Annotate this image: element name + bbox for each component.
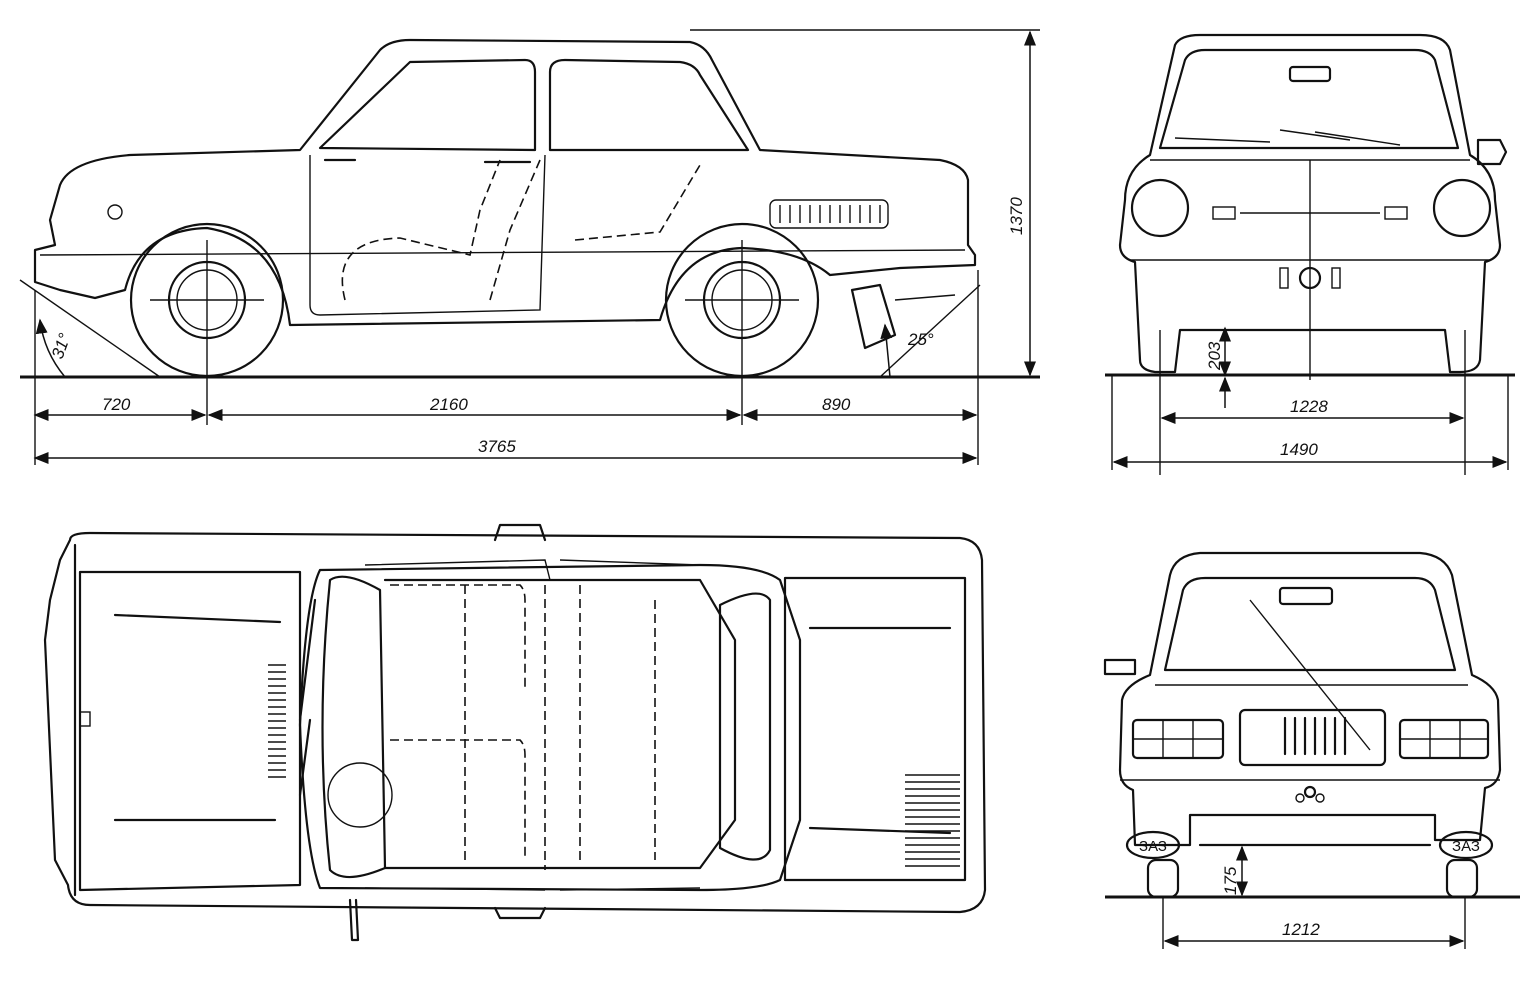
rear-overhang-label: 890 bbox=[822, 395, 851, 414]
headlight-right bbox=[1432, 178, 1492, 238]
front-view: 203 1228 1490 bbox=[1105, 33, 1515, 475]
mudflap-right-badge bbox=[1438, 830, 1494, 860]
mirror bbox=[1288, 65, 1332, 83]
side-view: 31° 25° 720 2160 890 3765 1370 bbox=[19, 29, 1040, 465]
rear-grille bbox=[1238, 708, 1387, 767]
rear-body-outline bbox=[1118, 551, 1502, 847]
side-window-rear bbox=[548, 58, 750, 152]
mudflap-left-badge bbox=[1125, 830, 1181, 860]
mudflap-left-text: ЗАЗ bbox=[1139, 838, 1167, 855]
overall-length-label: 3765 bbox=[478, 437, 516, 456]
height-label: 1370 bbox=[1007, 197, 1026, 235]
approach-angle-label: 31° bbox=[48, 331, 75, 362]
roof-outline bbox=[298, 563, 802, 892]
front-body-outline bbox=[1118, 33, 1502, 374]
windshield-top bbox=[321, 575, 387, 879]
front-clearance-label: 203 bbox=[1205, 341, 1224, 371]
side-body-outline bbox=[33, 38, 977, 327]
side-air-intake bbox=[769, 199, 889, 229]
rear-clearance-label: 175 bbox=[1221, 866, 1240, 895]
side-window-front bbox=[318, 58, 537, 152]
side-mirror bbox=[1476, 138, 1508, 166]
front-track-label: 1228 bbox=[1290, 397, 1328, 416]
front-overhang-label: 720 bbox=[102, 395, 131, 414]
departure-angle-label: 25° bbox=[907, 330, 934, 349]
mudflap-right-text: ЗАЗ bbox=[1452, 838, 1480, 855]
steering-wheel bbox=[327, 762, 393, 828]
overall-width-label: 1490 bbox=[1280, 440, 1318, 459]
rear-window-top bbox=[718, 592, 772, 861]
rear-engine-lid bbox=[783, 576, 967, 882]
rear-view: ЗАЗ ЗАЗ 175 1212 bbox=[1103, 551, 1520, 949]
wheelbase-label: 2160 bbox=[429, 395, 468, 414]
windshield bbox=[1158, 48, 1460, 150]
mudflap bbox=[850, 283, 897, 350]
rear-window bbox=[1163, 576, 1457, 672]
rear-side-mirror bbox=[1103, 658, 1137, 676]
rear-track-label: 1212 bbox=[1282, 920, 1320, 939]
top-view bbox=[43, 523, 987, 942]
front-hood bbox=[78, 570, 302, 892]
fuel-cap-icon bbox=[107, 204, 123, 220]
headlight-left bbox=[1130, 178, 1190, 238]
top-body-outline bbox=[43, 531, 987, 914]
